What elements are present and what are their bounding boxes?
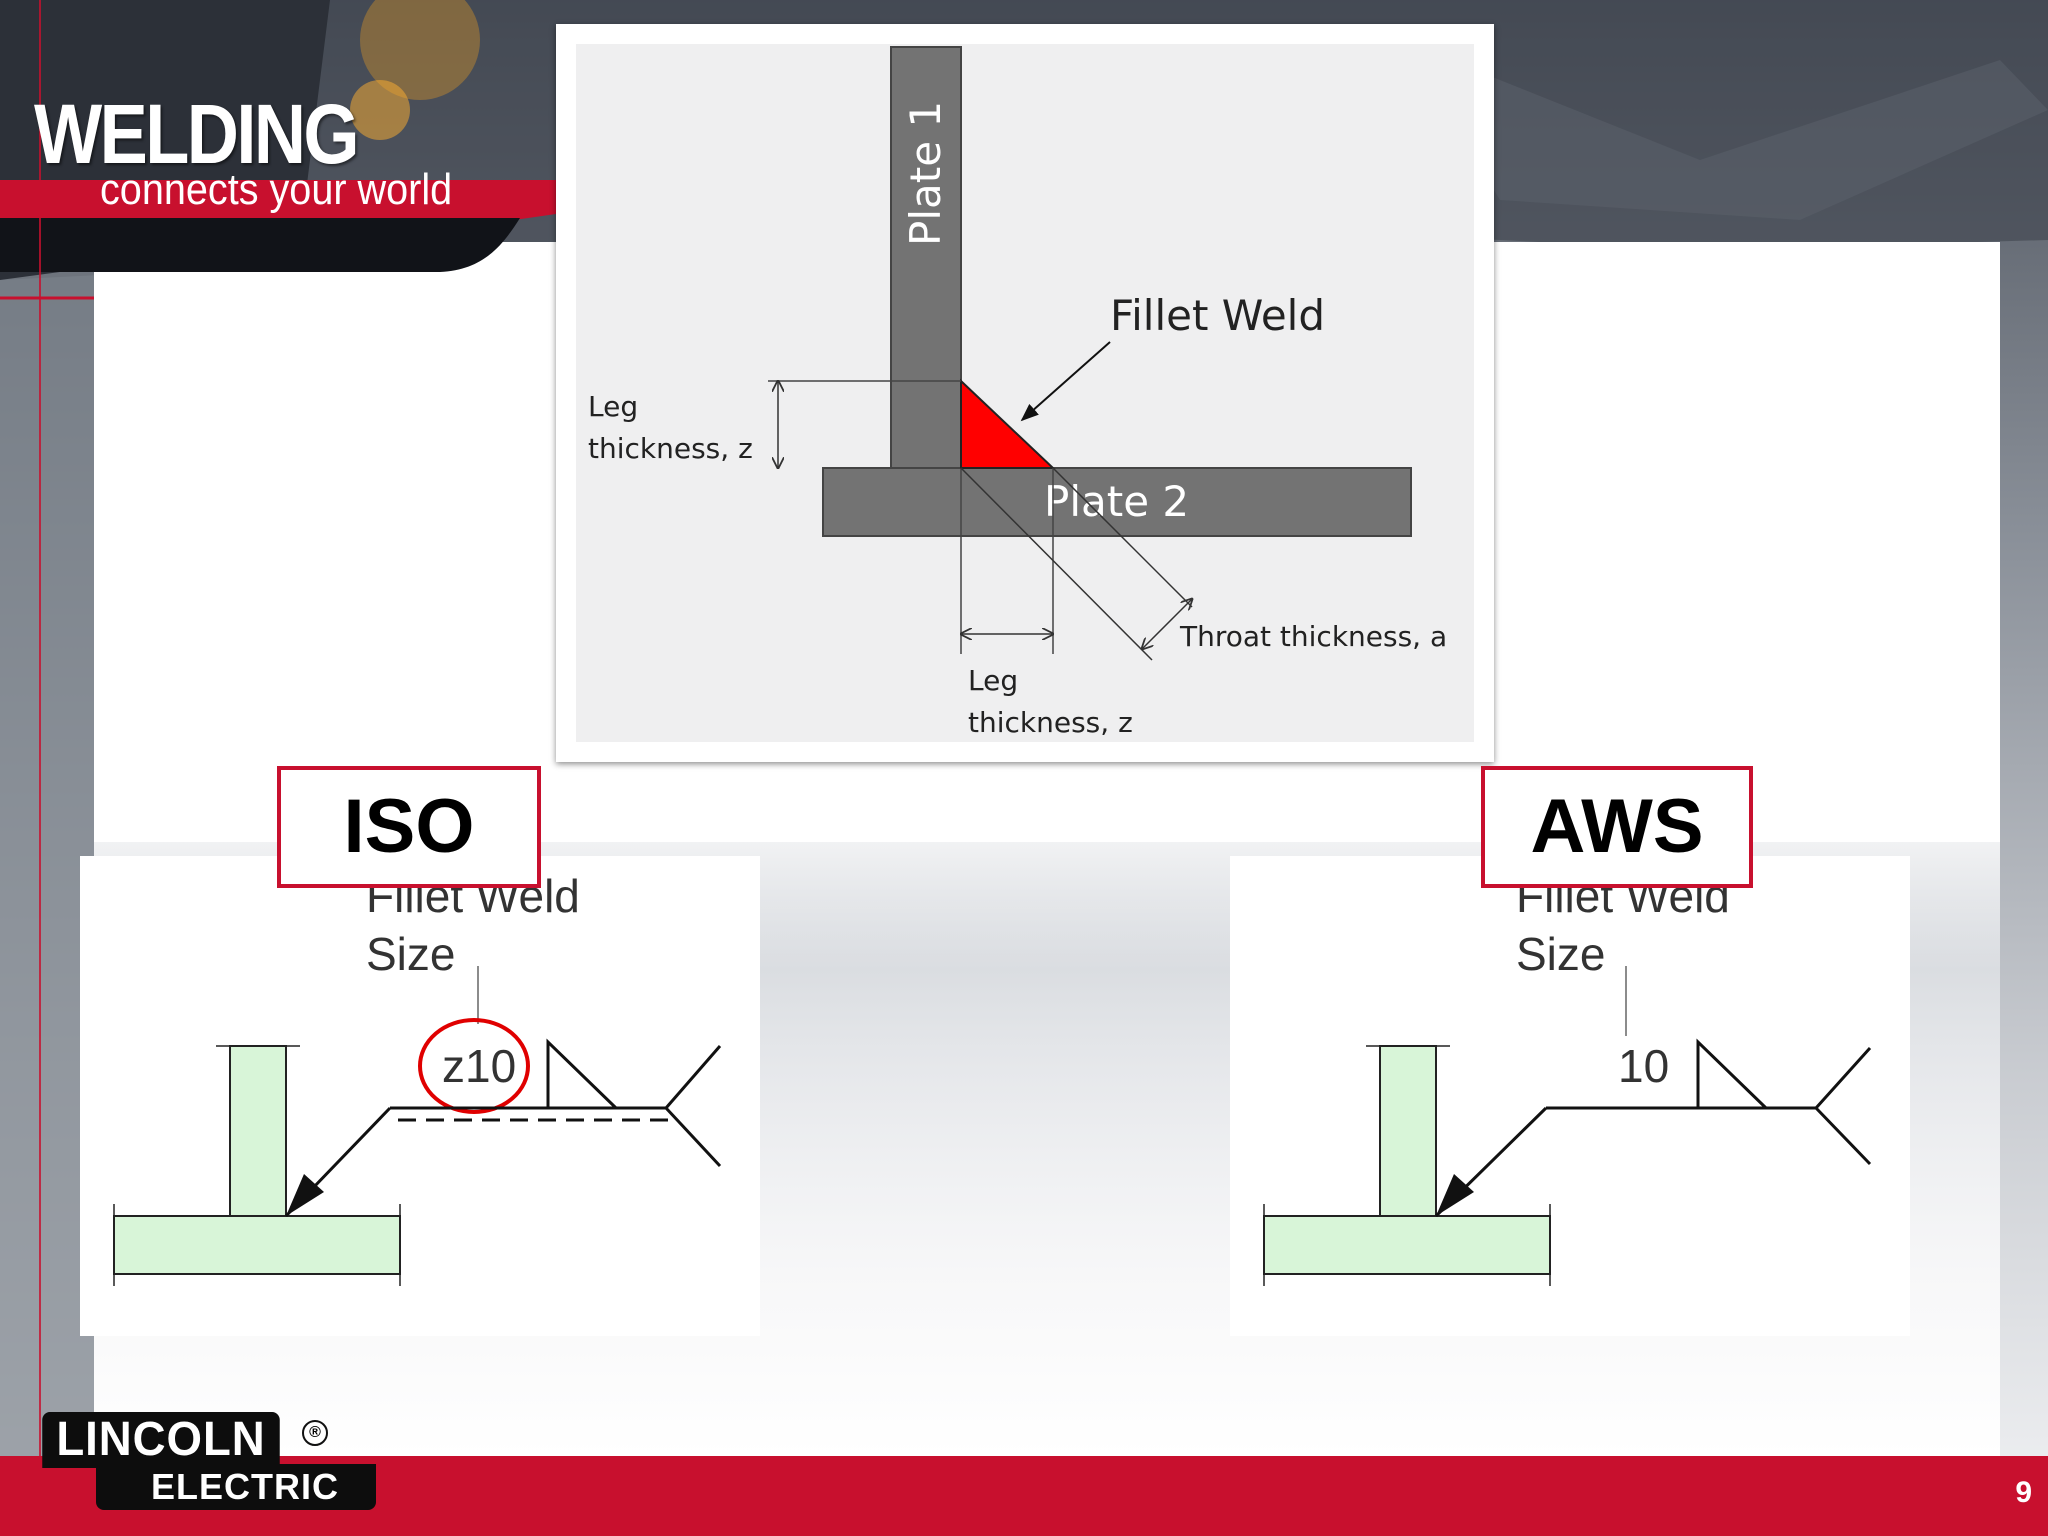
- throat-thickness-label: Throat thickness, a: [1179, 620, 1447, 653]
- aws-label-box: AWS: [1481, 766, 1753, 888]
- fillet-weld-label: Fillet Weld: [1110, 291, 1325, 340]
- aws-size-value: 10: [1618, 1040, 1669, 1092]
- lincoln-logo-top: LINCOLN: [42, 1412, 280, 1468]
- registered-mark-icon: ®: [302, 1420, 328, 1446]
- iso-plate-vertical: [229, 1045, 287, 1217]
- aws-plate-vertical: [1379, 1045, 1437, 1217]
- aws-size-label-line2: Size: [1516, 928, 1605, 980]
- leg-thickness-left-line1: Leg: [588, 390, 638, 423]
- leg-thickness-left-line2: thickness, z: [588, 432, 753, 465]
- logo-tagline: connects your world: [100, 165, 453, 214]
- iso-plate-horizontal: [113, 1215, 401, 1275]
- iso-size-label-line2: Size: [366, 928, 455, 980]
- logo-welding: WELDING: [34, 87, 360, 181]
- lincoln-logo-bottom: ELECTRIC: [96, 1464, 376, 1510]
- iso-fillet-symbol: [546, 1038, 618, 1110]
- plate-2: [822, 467, 1412, 537]
- aws-fillet-symbol: [1696, 1038, 1768, 1110]
- lincoln-electric-logo: LINCOLN ELECTRIC ®: [36, 1412, 376, 1512]
- page-number: 9: [2015, 1476, 2032, 1509]
- iso-label-box: ISO: [277, 766, 541, 888]
- leg-thickness-bottom-line1: Leg: [968, 664, 1018, 697]
- iso-size-highlight-circle: [418, 1018, 530, 1114]
- iso-symbol-panel: Fillet Weld Size z10: [80, 856, 760, 1336]
- plate-1-label: Plate 1: [901, 101, 950, 246]
- aws-plate-horizontal: [1263, 1215, 1551, 1275]
- fillet-weld-triangle: [960, 378, 1056, 469]
- iso-size-value: z10: [442, 1040, 516, 1092]
- aws-symbol-panel: Fillet Weld Size 10: [1230, 856, 1910, 1336]
- plate-2-label: Plate 2: [1044, 477, 1189, 526]
- leg-thickness-bottom-line2: thickness, z: [968, 706, 1133, 739]
- fillet-weld-diagram: Plate 1 Plate 2 Fillet Weld Leg thicknes…: [556, 24, 1494, 762]
